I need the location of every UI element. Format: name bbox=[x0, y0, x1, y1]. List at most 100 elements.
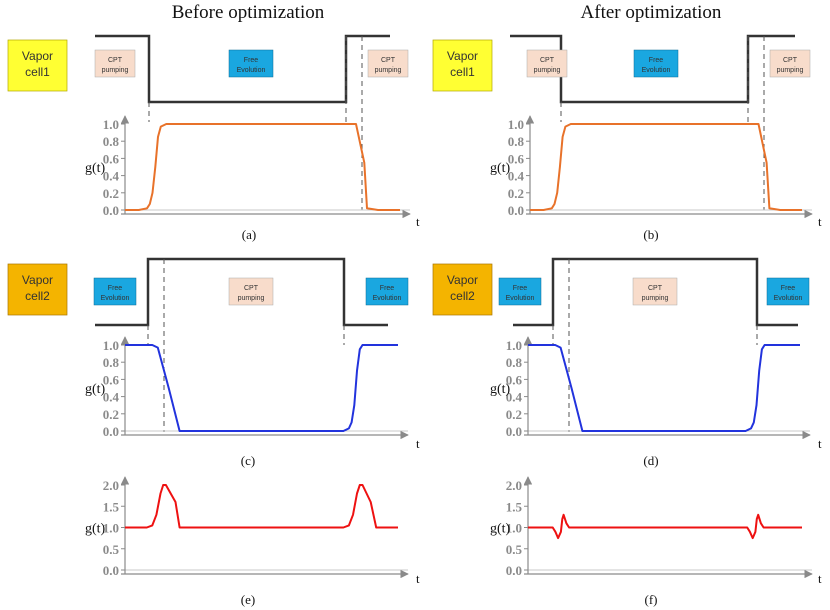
y-axis-label: g(t) bbox=[85, 522, 106, 537]
y-tick-label: 0.6 bbox=[103, 372, 120, 387]
y-tick-label: 0.5 bbox=[103, 542, 120, 557]
free-box: Free Evolution bbox=[633, 49, 679, 78]
g-curve bbox=[528, 513, 802, 540]
cell2-line2: cell2 bbox=[25, 289, 50, 303]
x-axis-label: t bbox=[818, 571, 822, 586]
y-axis-label: g(t) bbox=[85, 382, 106, 397]
cell2-line1: Vapor bbox=[447, 273, 478, 287]
y-tick-label: 1.0 bbox=[508, 117, 524, 132]
y-tick-label: 0.2 bbox=[508, 186, 524, 201]
g-curve bbox=[125, 123, 400, 211]
y-tick-label: 0.8 bbox=[103, 355, 120, 370]
free-line1: Free bbox=[380, 285, 395, 292]
free-line2: Evolution bbox=[642, 67, 671, 74]
cpt-line1: CPT bbox=[108, 57, 123, 64]
cell1-box bbox=[7, 39, 68, 92]
free-box: Free Evolution bbox=[93, 277, 137, 306]
y-tick-label: 0.4 bbox=[103, 390, 120, 405]
y-tick-label: 2.0 bbox=[506, 478, 522, 493]
x-axis-label: t bbox=[416, 436, 420, 451]
free-line1: Free bbox=[513, 285, 528, 292]
free-line1: Free bbox=[781, 285, 796, 292]
x-axis-label: t bbox=[416, 214, 420, 229]
vapor-cell2-right: Vapor cell2 bbox=[432, 263, 493, 316]
y-tick-label: 0.4 bbox=[103, 169, 120, 184]
free-box: Free Evolution bbox=[766, 277, 810, 306]
y-tick-label: 1.0 bbox=[103, 117, 119, 132]
cpt-line2: pumping bbox=[642, 295, 669, 302]
free-box: Free Evolution bbox=[498, 277, 542, 306]
title-before: Before optimization bbox=[172, 2, 325, 23]
y-tick-label: 1.5 bbox=[103, 499, 120, 514]
cpt-line2: pumping bbox=[777, 67, 804, 74]
cell2-box bbox=[432, 263, 493, 316]
y-tick-label: 0.5 bbox=[506, 542, 523, 557]
cell2-line1: Vapor bbox=[22, 273, 53, 287]
gate-signal-cell2-before bbox=[95, 257, 388, 327]
plot-panel-d: 0.00.20.40.60.81.0g(t)t bbox=[490, 336, 822, 451]
cpt-box: CPT pumping bbox=[367, 49, 409, 78]
cell1-box bbox=[432, 39, 493, 92]
g-curve bbox=[125, 484, 398, 529]
g-curve bbox=[530, 123, 802, 211]
cpt-line1: CPT bbox=[244, 285, 259, 292]
vapor-cell2-left: Vapor cell2 bbox=[7, 263, 68, 316]
free-box: Free Evolution bbox=[228, 49, 274, 78]
cpt-line1: CPT bbox=[783, 57, 798, 64]
free-line2: Evolution bbox=[237, 67, 266, 74]
cpt-box: CPT pumping bbox=[632, 277, 678, 306]
free-line2: Evolution bbox=[774, 295, 803, 302]
gate-signal-cell2-after bbox=[513, 257, 798, 327]
plot-panel-e: 0.00.51.01.52.0g(t)t bbox=[85, 476, 420, 586]
cell2-line2: cell2 bbox=[450, 289, 475, 303]
y-tick-label: 0.0 bbox=[506, 563, 522, 578]
y-tick-label: 0.4 bbox=[508, 169, 525, 184]
y-tick-label: 0.0 bbox=[103, 424, 119, 439]
gate-signal-cell1-after bbox=[510, 34, 795, 104]
y-tick-label: 0.0 bbox=[103, 563, 119, 578]
transition-guides bbox=[147, 36, 765, 432]
cpt-line2: pumping bbox=[534, 67, 561, 74]
y-tick-label: 0.8 bbox=[508, 134, 525, 149]
vapor-cell1-left: Vapor cell1 bbox=[7, 39, 68, 92]
y-tick-label: 1.0 bbox=[506, 521, 522, 536]
cpt-box: CPT pumping bbox=[526, 49, 568, 78]
y-tick-label: 0.8 bbox=[506, 355, 523, 370]
y-tick-label: 0.0 bbox=[103, 203, 119, 218]
y-tick-label: 2.0 bbox=[103, 478, 119, 493]
x-axis-label: t bbox=[818, 436, 822, 451]
plot-panel-b: 0.00.20.40.60.81.0g(t)t bbox=[490, 115, 822, 229]
y-tick-label: 0.2 bbox=[506, 407, 522, 422]
cell1-line2: cell1 bbox=[25, 65, 50, 79]
free-line1: Free bbox=[649, 57, 664, 64]
y-tick-label: 0.8 bbox=[103, 134, 120, 149]
cpt-box: CPT pumping bbox=[94, 49, 136, 78]
gate-signal-cell1-before bbox=[95, 34, 390, 104]
y-tick-label: 1.0 bbox=[103, 521, 119, 536]
cpt-box: CPT pumping bbox=[769, 49, 811, 78]
free-line2: Evolution bbox=[101, 295, 130, 302]
cpt-line2: pumping bbox=[102, 67, 129, 74]
cpt-line2: pumping bbox=[375, 67, 402, 74]
cell1-line1: Vapor bbox=[22, 49, 53, 63]
y-tick-label: 0.6 bbox=[506, 372, 523, 387]
cpt-line2: pumping bbox=[238, 295, 265, 302]
y-tick-label: 0.2 bbox=[103, 407, 119, 422]
g-curve bbox=[125, 344, 398, 432]
y-tick-label: 1.0 bbox=[506, 338, 522, 353]
y-tick-label: 0.6 bbox=[103, 151, 120, 166]
plot-panel-c: 0.0 0.2 0.4 0.6 0.8 1.0 g(t) t bbox=[85, 336, 420, 451]
cell2-box bbox=[7, 263, 68, 316]
y-tick-label: 0.4 bbox=[506, 390, 523, 405]
cpt-box: CPT pumping bbox=[228, 277, 274, 306]
y-tick-label: 1.0 bbox=[103, 338, 119, 353]
cpt-line1: CPT bbox=[381, 57, 396, 64]
free-line2: Evolution bbox=[506, 295, 535, 302]
panel-label-e: (e) bbox=[241, 592, 255, 607]
cell1-line2: cell1 bbox=[450, 65, 475, 79]
cell1-line1: Vapor bbox=[447, 49, 478, 63]
y-axis-label: g(t) bbox=[490, 161, 511, 176]
x-axis-label: t bbox=[818, 214, 822, 229]
panel-label-a: (a) bbox=[242, 227, 256, 242]
